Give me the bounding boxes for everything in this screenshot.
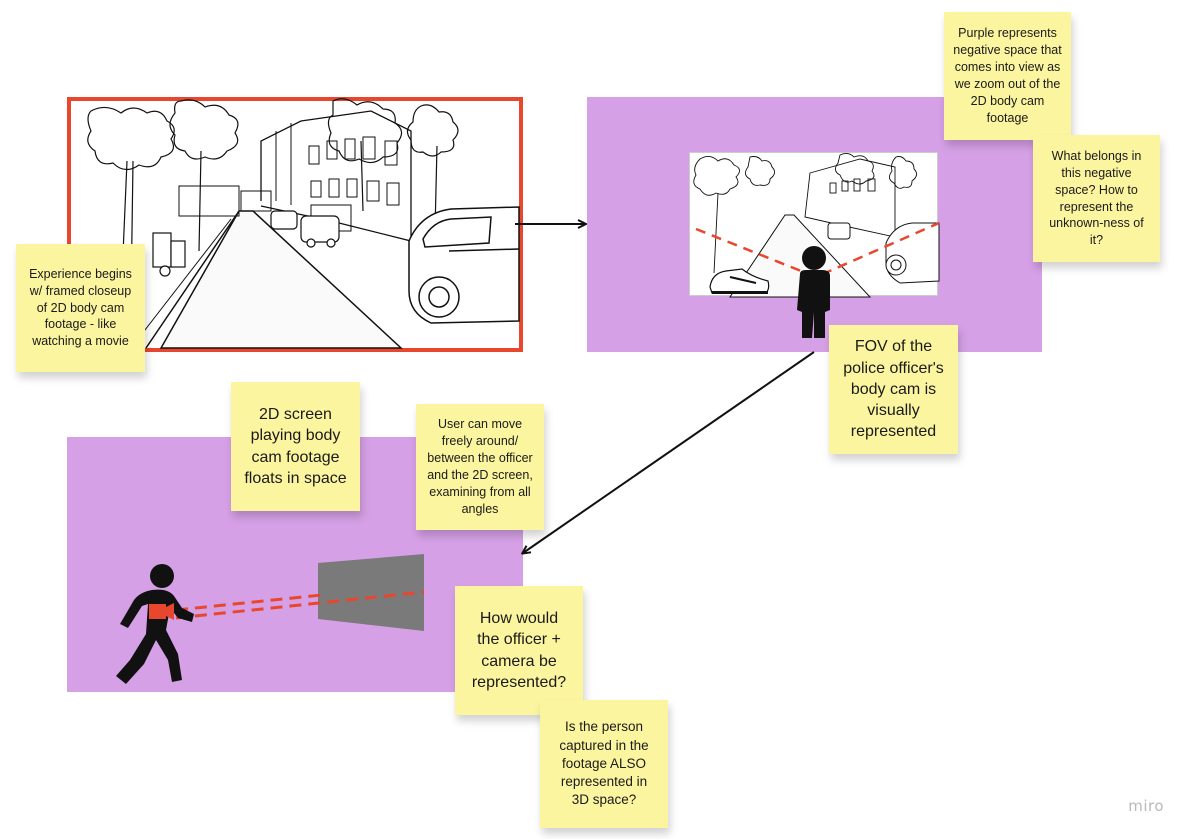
miro-logo: miro [1128,797,1164,815]
note-person-captured-text: Is the person captured in the footage AL… [559,719,649,808]
street-sketch-image [87,98,520,349]
note-person-captured[interactable]: Is the person captured in the footage AL… [540,700,668,828]
note-purple-represents[interactable]: Purple represents negative space that co… [944,12,1071,140]
note-user-moves[interactable]: User can move freely around/ between the… [416,404,544,530]
sneaker-icon [709,268,770,294]
street-sketch-image [693,152,940,298]
note-screen-floats[interactable]: 2D screen playing body cam footage float… [231,382,360,511]
note-how-officer[interactable]: How would the officer + camera be repres… [455,586,583,715]
note-user-moves-text: User can move freely around/ between the… [427,417,533,516]
connector-arrow-2 [523,351,815,553]
note-purple-represents-text: Purple represents negative space that co… [953,26,1062,125]
note-fov[interactable]: FOV of the police officer's body cam is … [829,325,958,454]
note-experience-begins-text: Experience begins w/ framed closeup of 2… [29,266,132,349]
small-footage-screen[interactable] [689,152,940,298]
note-experience-begins[interactable]: Experience begins w/ framed closeup of 2… [16,244,145,372]
note-fov-text: FOV of the police officer's body cam is … [843,338,944,441]
note-what-belongs-text: What belongs in this negative space? How… [1049,148,1144,248]
note-screen-floats-text: 2D screen playing body cam footage float… [244,405,347,487]
note-what-belongs[interactable]: What belongs in this negative space? How… [1033,135,1160,262]
note-how-officer-text: How would the officer + camera be repres… [471,609,567,691]
